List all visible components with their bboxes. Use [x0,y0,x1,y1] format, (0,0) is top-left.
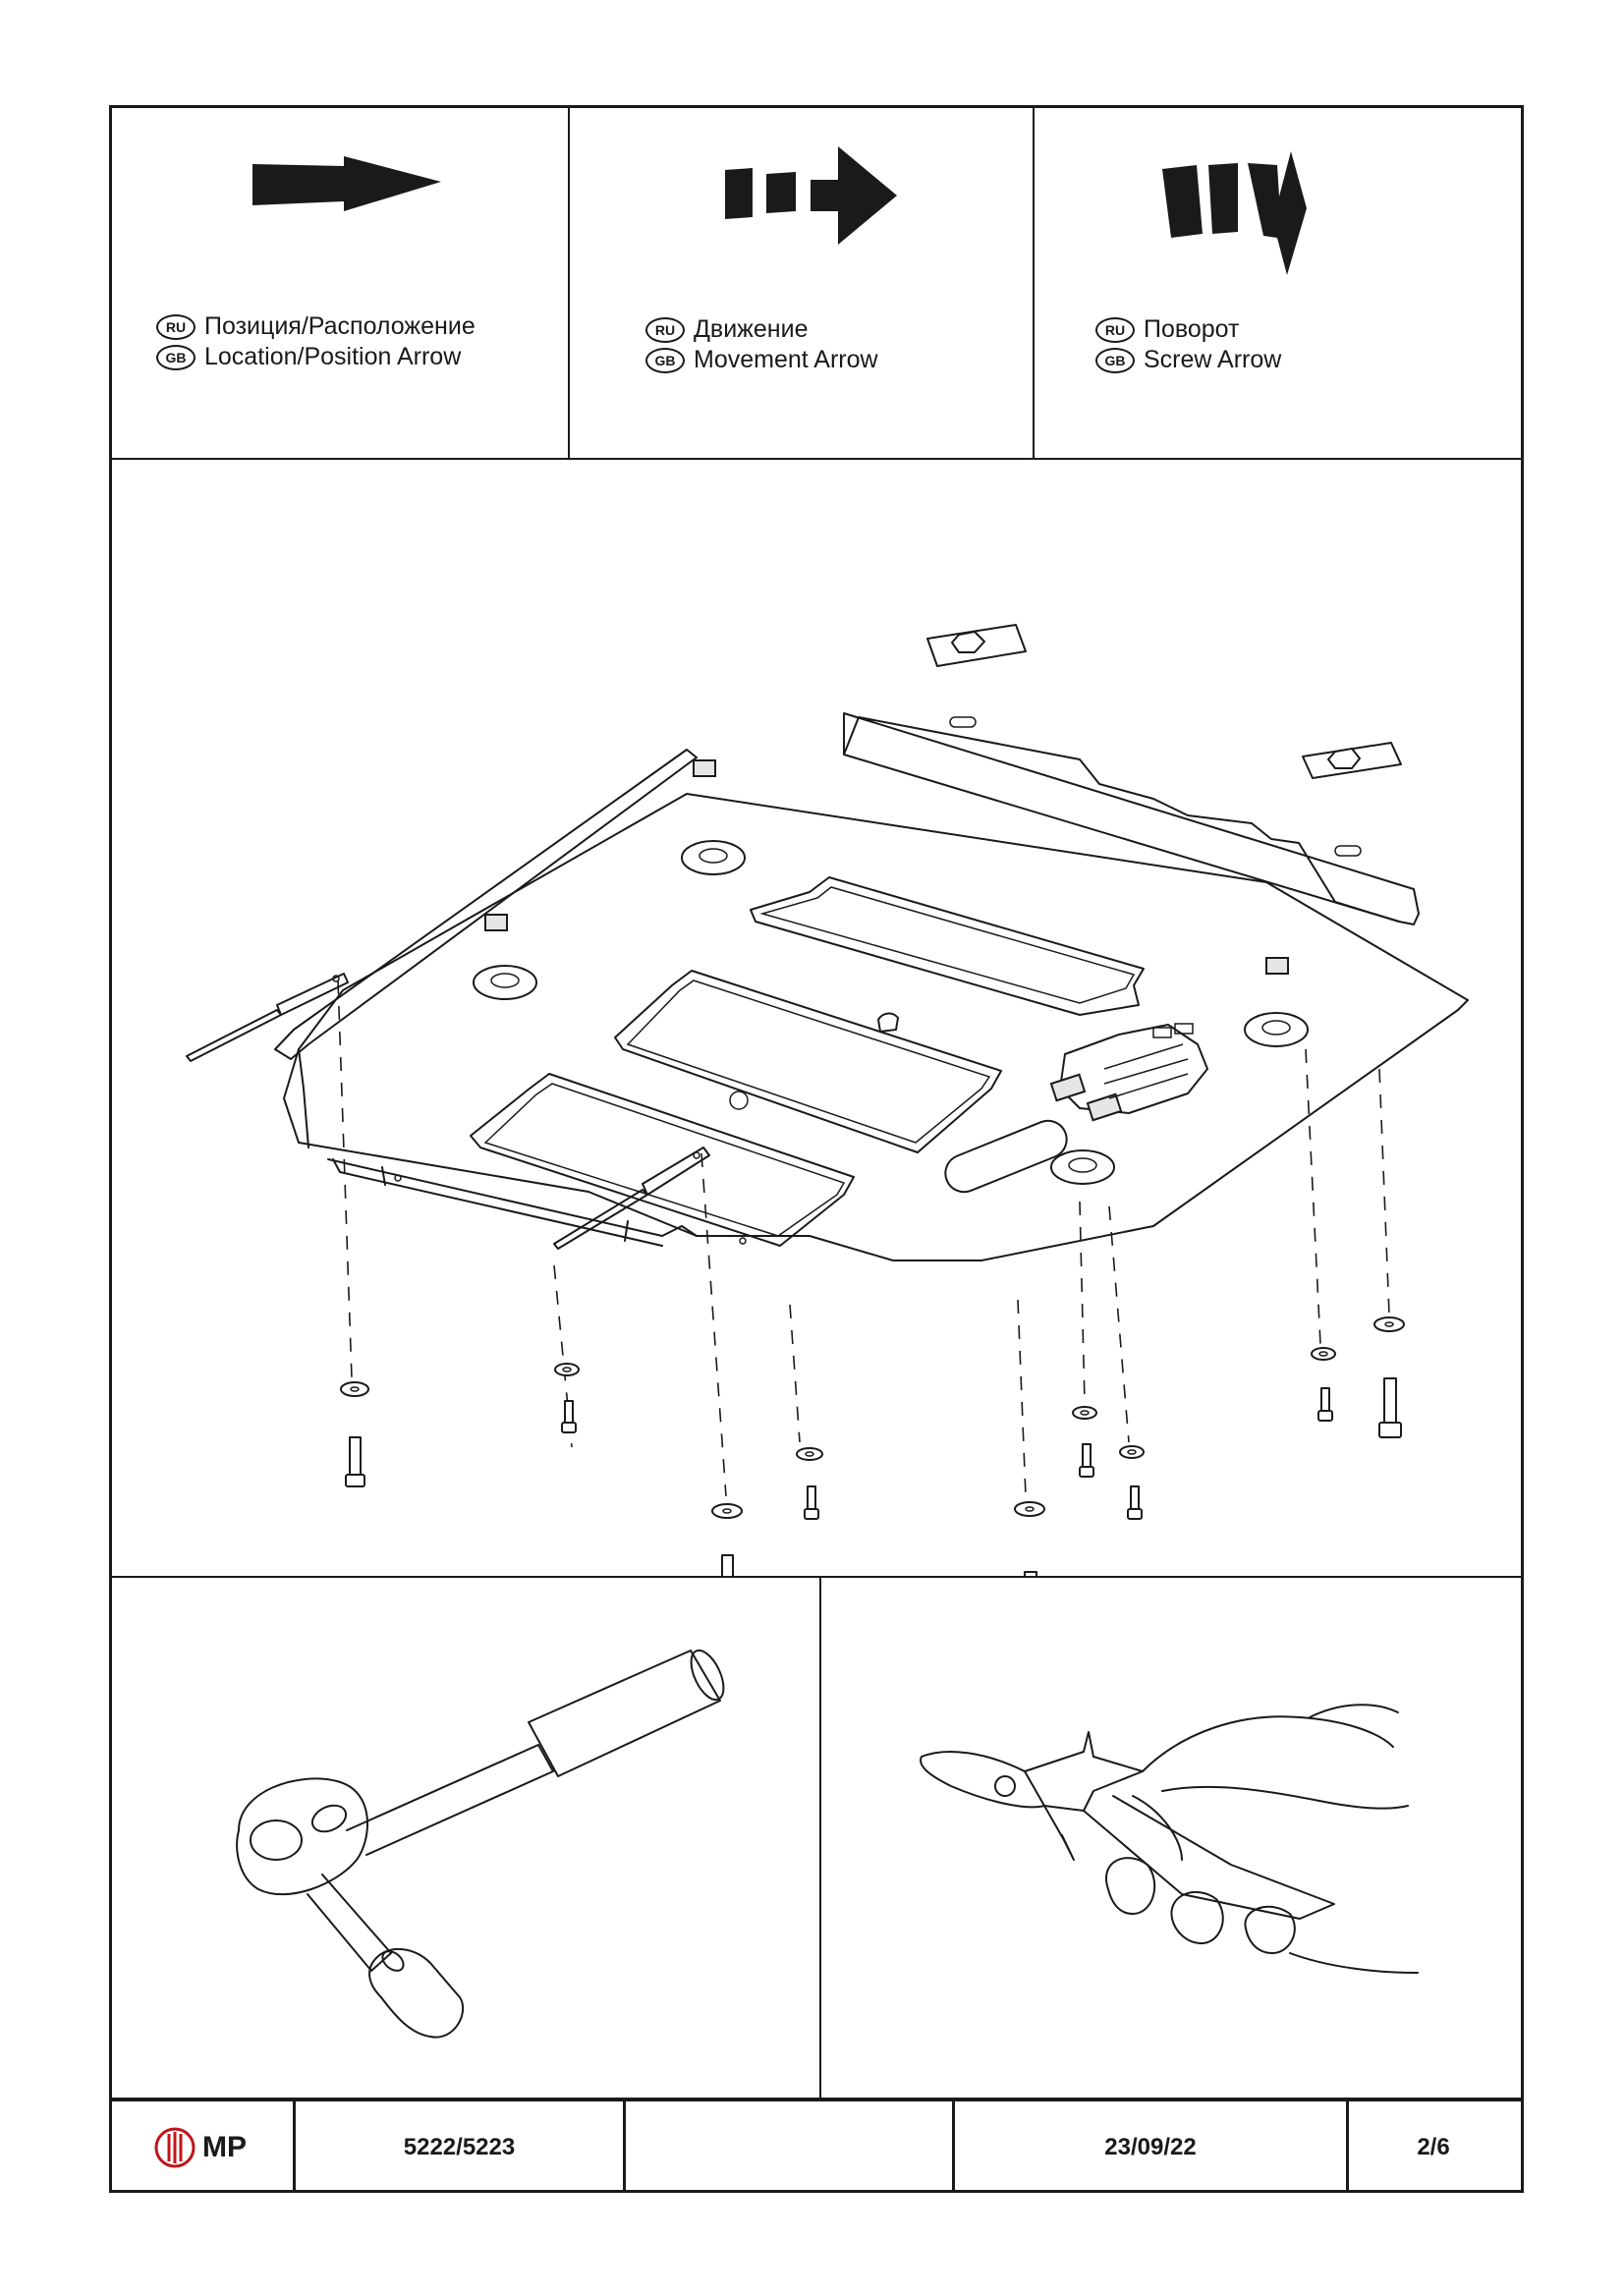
gb-badge: GB [156,344,196,370]
tools-divider [819,1576,821,2100]
diagram-bottom-divider [112,1576,1521,1578]
plate-window-1 [750,876,1145,1016]
screw-label-ru: Поворот [1144,315,1240,343]
mp-logo-icon [154,2127,196,2167]
legend-movement: RU Движение GB Movement Arrow [570,108,1033,458]
gb-badge: GB [1095,347,1135,373]
oval-slot [944,1119,1068,1194]
bolt-set [340,1381,369,1487]
bolt-set [1311,1347,1336,1422]
movement-arrow-icon [725,146,897,245]
mounting-bracket [926,624,1027,728]
legend-location: RU Позиция/Расположение GB Location/Positi… [112,108,568,458]
ru-badge: RU [156,313,196,340]
skid-plate [274,712,1469,1261]
legend-screw: RU Поворот GB Screw Arrow [1035,108,1521,458]
issue-date: 23/09/22 [1104,2133,1197,2160]
position-label-gb: Location/Position Arrow [204,343,462,370]
bolt-set [1072,1406,1097,1478]
clip-nut [473,914,537,1000]
bolt-set [1014,1501,1045,1576]
ratchet-wrench-icon [236,1649,725,2039]
plate-window-3 [470,1073,855,1247]
title-block: MP 5222/5223 23/09/22 2/6 [109,2098,1524,2193]
location-arrow-icon [252,156,441,211]
clip-nut [681,759,746,875]
bolt-set [711,1503,743,1576]
screw-arrow-icon [1162,151,1307,275]
clip-nut [1050,1149,1115,1185]
logo: MP [109,2101,291,2193]
movement-label-ru: Движение [694,315,809,343]
tie-strap [553,1147,710,1250]
tie-strap [186,973,349,1062]
bolt-set [1373,1316,1405,1438]
movement-label-gb: Movement Arrow [694,346,878,373]
drain-cover [1049,1023,1208,1122]
bolt-set [554,1363,580,1433]
logo-text: MP [202,2130,247,2163]
part-number: 5222/5223 [403,2133,516,2160]
plate-window-2 [614,970,1002,1153]
mounting-bracket [1302,742,1402,857]
position-label-ru: Позиция/Расположение [204,312,476,340]
legend-divider-2 [1033,108,1035,458]
gb-badge: GB [645,347,685,373]
screw-label-gb: Screw Arrow [1144,346,1282,373]
side-cutters-icon [920,1704,1419,1974]
bolt-set [1119,1445,1145,1520]
title-blank-cell [626,2101,952,2193]
ru-badge: RU [645,316,685,343]
bolt-set [796,1447,823,1520]
page-number: 2/6 [1417,2133,1450,2160]
page-frame: RU Позиция/Расположение GB Location/Positi… [109,105,1524,2193]
ru-badge: RU [1095,316,1135,343]
clip-nut [1244,957,1309,1047]
skid-plate-assembly-diagram [186,624,1469,1576]
legend-divider-1 [568,108,570,458]
legend-bottom-divider [112,458,1521,460]
